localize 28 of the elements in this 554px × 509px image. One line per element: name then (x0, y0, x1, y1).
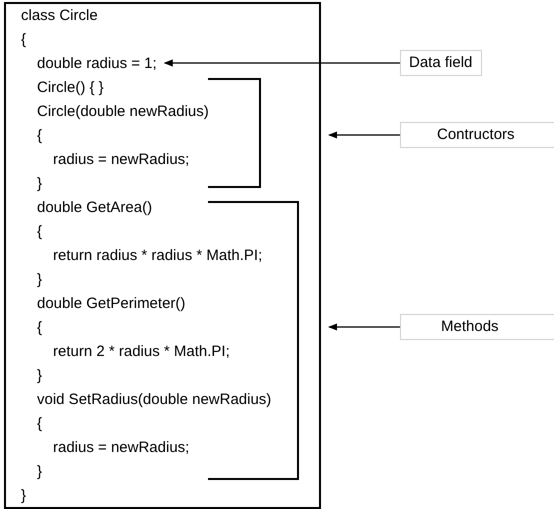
code-line: } (37, 174, 42, 194)
code-line: class Circle (21, 6, 98, 26)
arrow (164, 59, 400, 67)
code-line: radius = newRadius; (53, 150, 190, 170)
code-line: { (37, 318, 42, 338)
code-line: Circle() { } (37, 78, 104, 98)
code-line: return 2 * radius * Math.PI; (53, 342, 230, 362)
label-box: Data field (400, 50, 482, 76)
code-panel (4, 2, 321, 509)
code-line: { (37, 414, 42, 434)
code-line: } (37, 366, 42, 386)
arrow (328, 131, 400, 139)
arrow (328, 323, 400, 331)
code-line: } (21, 486, 26, 506)
code-line: double radius = 1; (37, 52, 157, 76)
label-box: Methods (400, 314, 554, 340)
code-line: { (37, 222, 42, 242)
label-box: Contructors (400, 122, 554, 148)
code-line: radius = newRadius; (53, 438, 190, 458)
code-line: } (37, 462, 42, 482)
code-line: Circle(double newRadius) (37, 102, 209, 122)
code-line: { (21, 30, 26, 50)
code-line: return radius * radius * Math.PI; (53, 246, 262, 266)
code-line: double GetArea() (37, 198, 152, 218)
code-line: double GetPerimeter() (37, 294, 186, 314)
code-line: void SetRadius(double newRadius) (37, 390, 272, 410)
code-line: } (37, 270, 42, 290)
code-line: { (37, 126, 42, 146)
